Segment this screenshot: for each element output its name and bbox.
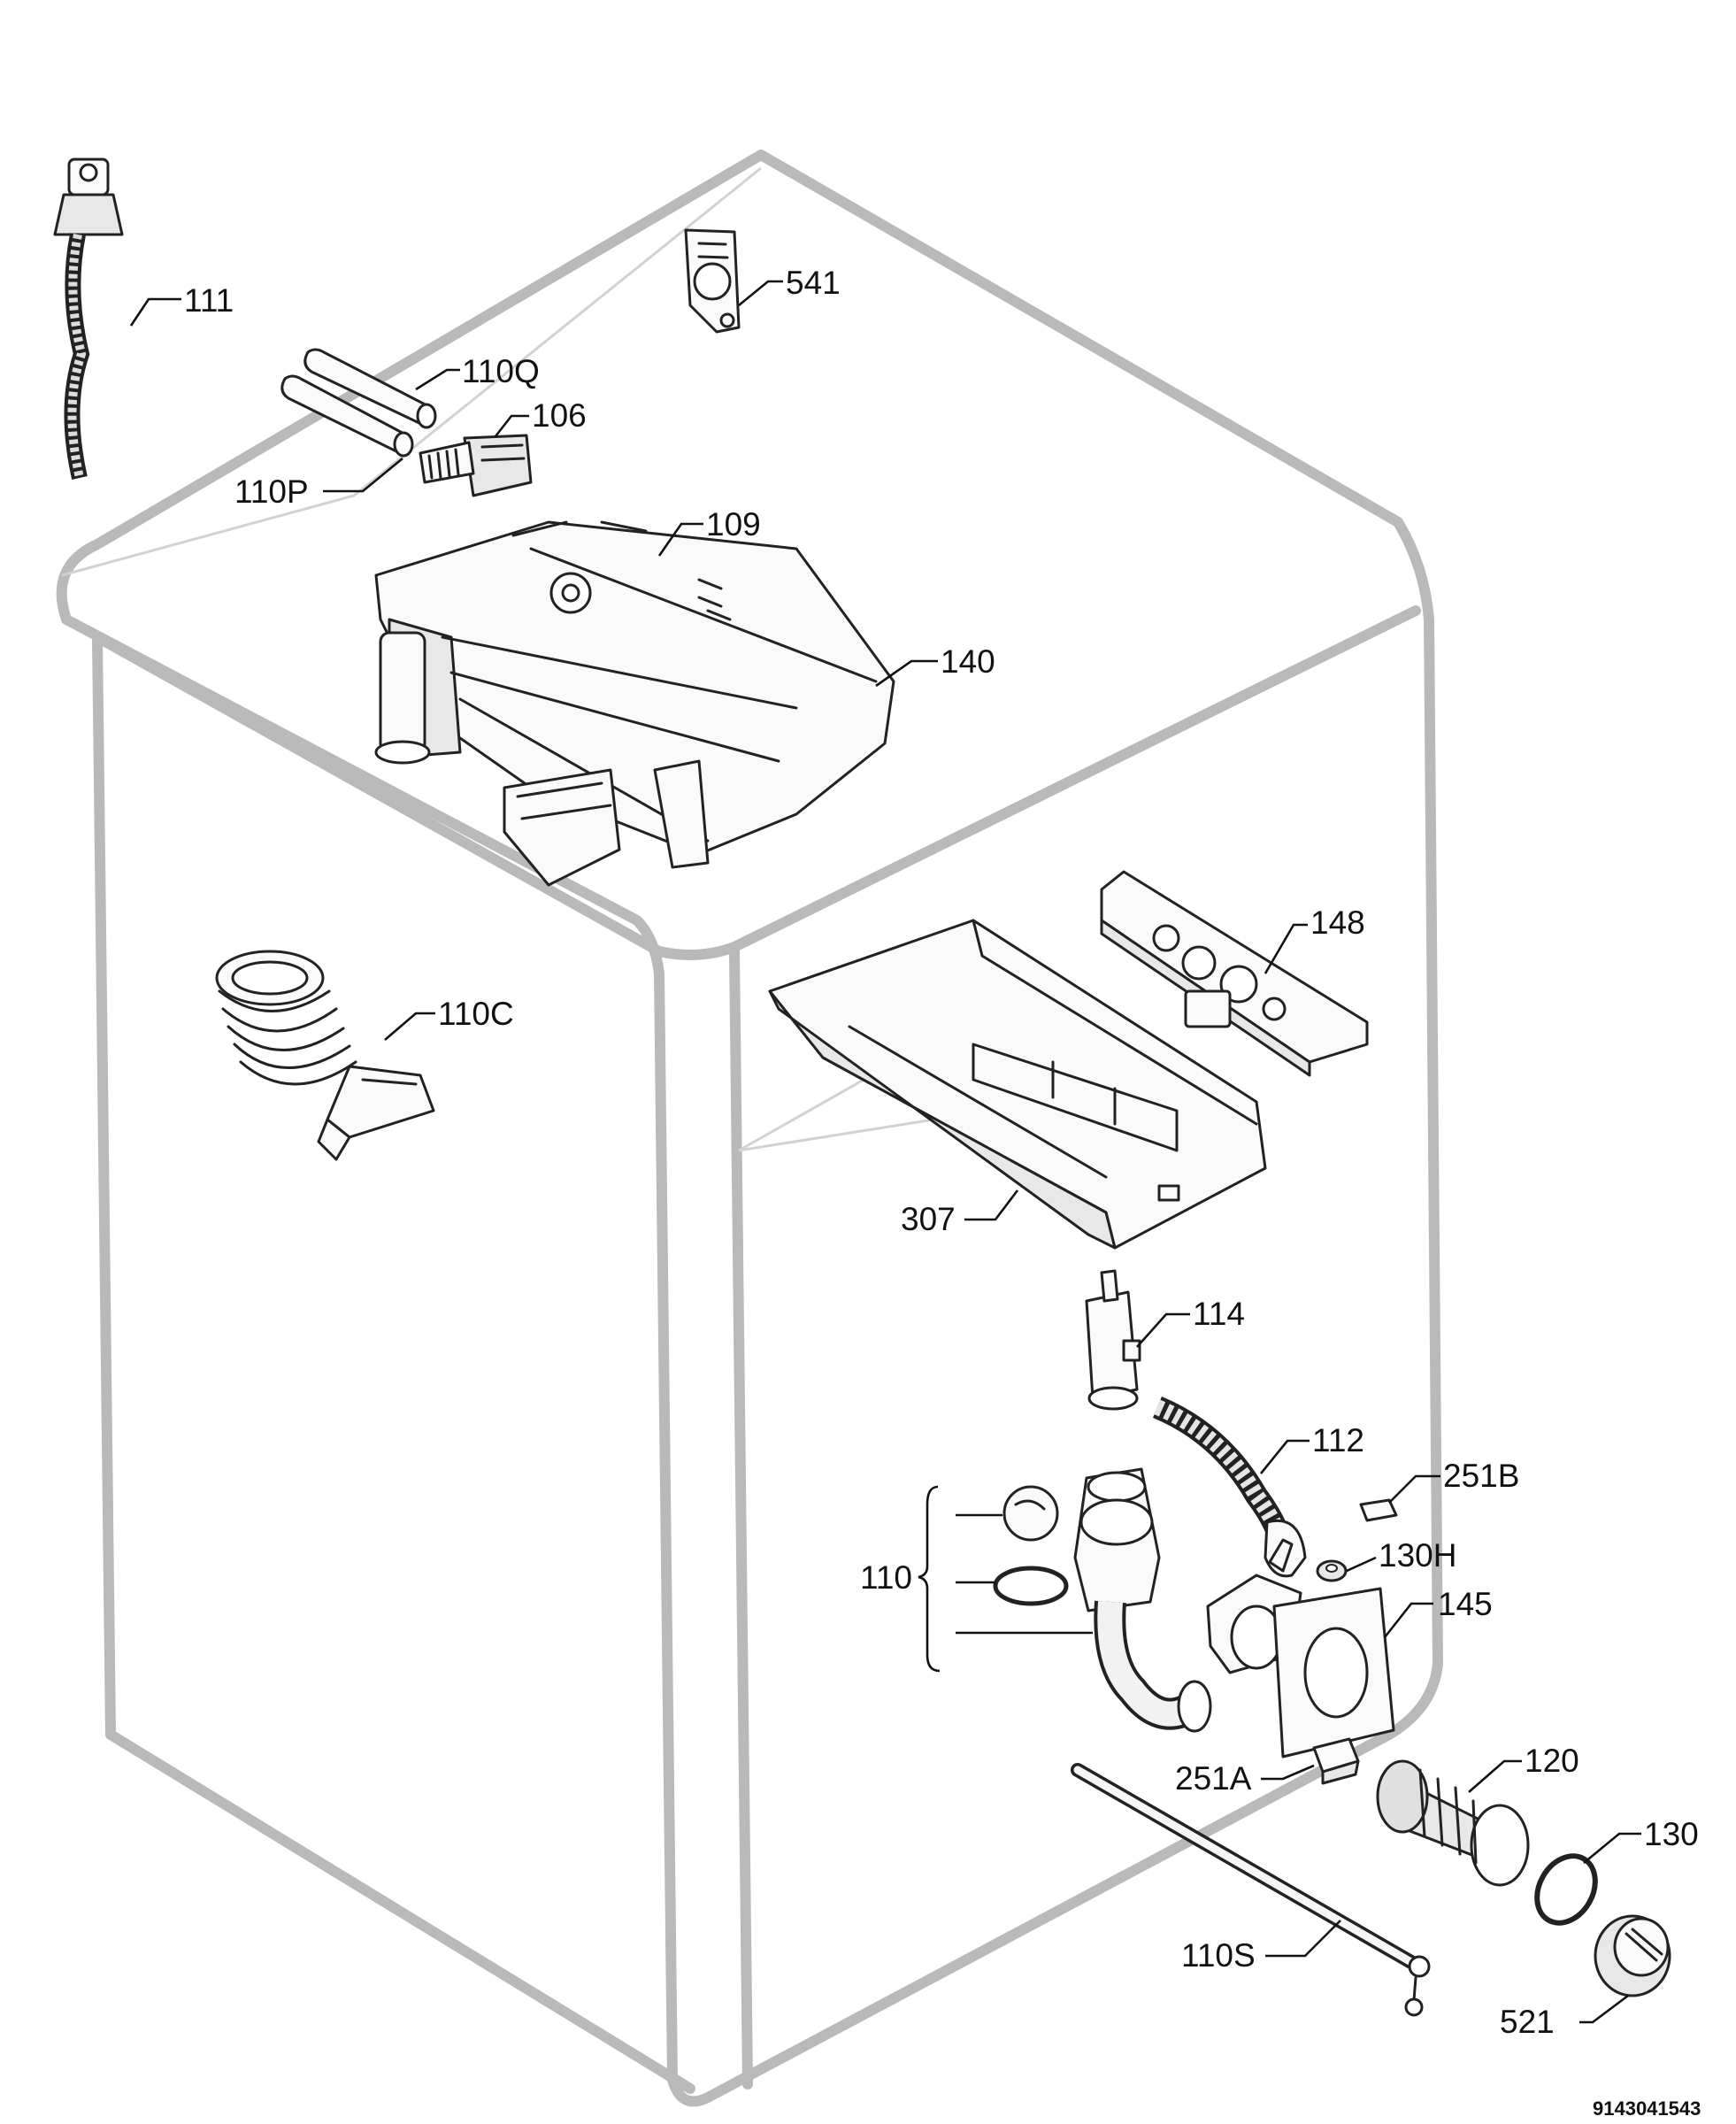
label-541: 541 (786, 265, 841, 301)
label-112: 112 (1312, 1422, 1364, 1458)
label-110S: 110S (1181, 1937, 1256, 1974)
label-130: 130 (1644, 1816, 1699, 1852)
part-110P-tube (280, 374, 414, 458)
label-106: 106 (532, 397, 587, 434)
label-251B: 251B (1443, 1458, 1519, 1494)
part-110Q-tube (303, 348, 437, 429)
part-251A-clip (1312, 1737, 1360, 1785)
label-109: 109 (706, 506, 761, 543)
label-110P: 110P (234, 473, 309, 510)
part-106-valve (419, 434, 533, 497)
label-140: 140 (941, 643, 995, 680)
part-120-filter (1376, 1759, 1530, 1887)
part-109-140-dispenser-housing (374, 520, 895, 887)
label-120: 120 (1525, 1743, 1579, 1779)
part-521-filter-cap (1594, 1914, 1671, 1997)
label-145: 145 (1438, 1586, 1493, 1622)
label-307: 307 (901, 1201, 956, 1237)
part-541-clip (684, 228, 741, 334)
label-148: 148 (1310, 904, 1365, 941)
part-110C-bellows (215, 950, 435, 1161)
label-130H: 130H (1379, 1537, 1456, 1574)
label-111: 111 (184, 282, 234, 319)
part-251B-clip (1359, 1498, 1398, 1522)
drawing-code: 9143041543 (1593, 2097, 1701, 2120)
label-110: 110 (860, 1559, 912, 1596)
part-130-o-ring (1534, 1853, 1598, 1926)
part-110-pump-assembly (993, 1467, 1212, 1733)
label-110Q: 110Q (462, 353, 540, 389)
label-251A: 251A (1175, 1760, 1252, 1797)
part-148-dispenser-cover (1100, 870, 1369, 1077)
label-114: 114 (1193, 1296, 1245, 1332)
label-521: 521 (1500, 2004, 1555, 2040)
part-145-pump-housing (1206, 1538, 1395, 1758)
part-130H-seal (1316, 1559, 1348, 1582)
label-110C: 110C (438, 996, 514, 1032)
part-111-inlet-hose (53, 158, 124, 480)
part-307-detergent-drawer (768, 919, 1267, 1250)
part-110S-drain-tube (1071, 1763, 1431, 2017)
part-114-pressure-chamber (1085, 1269, 1141, 1411)
